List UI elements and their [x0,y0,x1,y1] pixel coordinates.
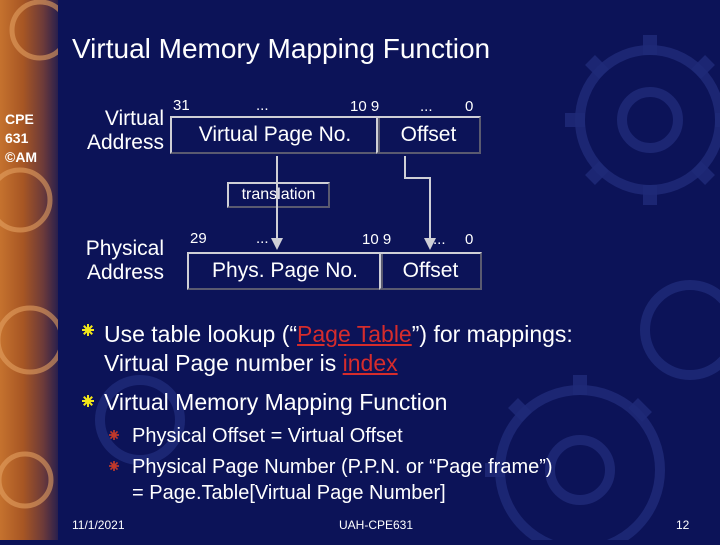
physical-bit-29: 29 [190,230,207,247]
sub-bullet-2-continued: = Page.Table[Virtual Page Number] [132,482,446,504]
virtual-bit-0: 0 [465,98,474,115]
virtual-bit-dots-2: ... [420,98,433,115]
bullet-1: Use table lookup (“Page Table”) for mapp… [104,320,573,348]
sub-bullet-icon [109,430,119,440]
offset-arrow-head [424,238,436,250]
bullet-1-line2-pre: Virtual Page number is [104,350,343,376]
physical-bit-0: 0 [465,231,474,248]
index-link[interactable]: index [342,350,398,376]
bullet-1-line-2: Virtual Page number is index [104,349,398,377]
virtual-bit-dots-1: ... [256,97,269,114]
sub-bullet-1: Physical Offset = Virtual Offset [132,425,403,447]
bullet-1-pre: Use table lookup (“ [104,321,298,347]
virtual-bit-10-9: 10 9 [350,98,380,115]
course-id: CPE 631 ©AM [5,110,55,167]
physical-bit-dots-1: ... [256,230,269,247]
bullet-1-post: ”) for mappings: [411,321,573,347]
virtual-address-label: Virtual Address [72,107,164,155]
virtual-label-line-2: Address [86,131,164,154]
translation-box: translation [227,182,330,208]
physical-bit-dots-2: ... [433,231,446,248]
sub-bullet-2: Physical Page Number (P.P.N. or “Page fr… [132,456,553,478]
virtual-bit-31: 31 [173,97,190,114]
offset-arrow-line [404,156,431,240]
page-arrow-head [271,238,283,250]
slide-title: Virtual Memory Mapping Function [72,33,491,64]
virtual-label-line-1: Virtual [104,107,164,130]
footer-center: UAH-CPE631 [339,518,414,532]
bullet-2: Virtual Memory Mapping Function [104,389,448,415]
physical-address-label: Physical Address [72,237,164,285]
page-table-link[interactable]: Page Table [297,321,412,347]
physical-label-line-2: Address [86,261,164,284]
bullet-icon [82,324,94,336]
course-line-2: 631 [5,130,29,146]
footer-date: 11/1/2021 [72,518,125,532]
bullet-icon [82,395,94,407]
course-line-1: CPE [5,111,34,127]
physical-label-line-1: Physical [85,237,164,260]
virtual-page-number-field: Virtual Page No. [170,116,380,154]
physical-page-number-field: Phys. Page No. [187,252,383,290]
physical-offset-field: Offset [379,252,482,290]
slide-number: 12 [676,518,690,532]
physical-bit-10-9: 10 9 [362,231,392,248]
course-line-3: ©AM [5,149,38,165]
virtual-offset-field: Offset [376,116,481,154]
sub-bullet-icon [109,461,119,471]
